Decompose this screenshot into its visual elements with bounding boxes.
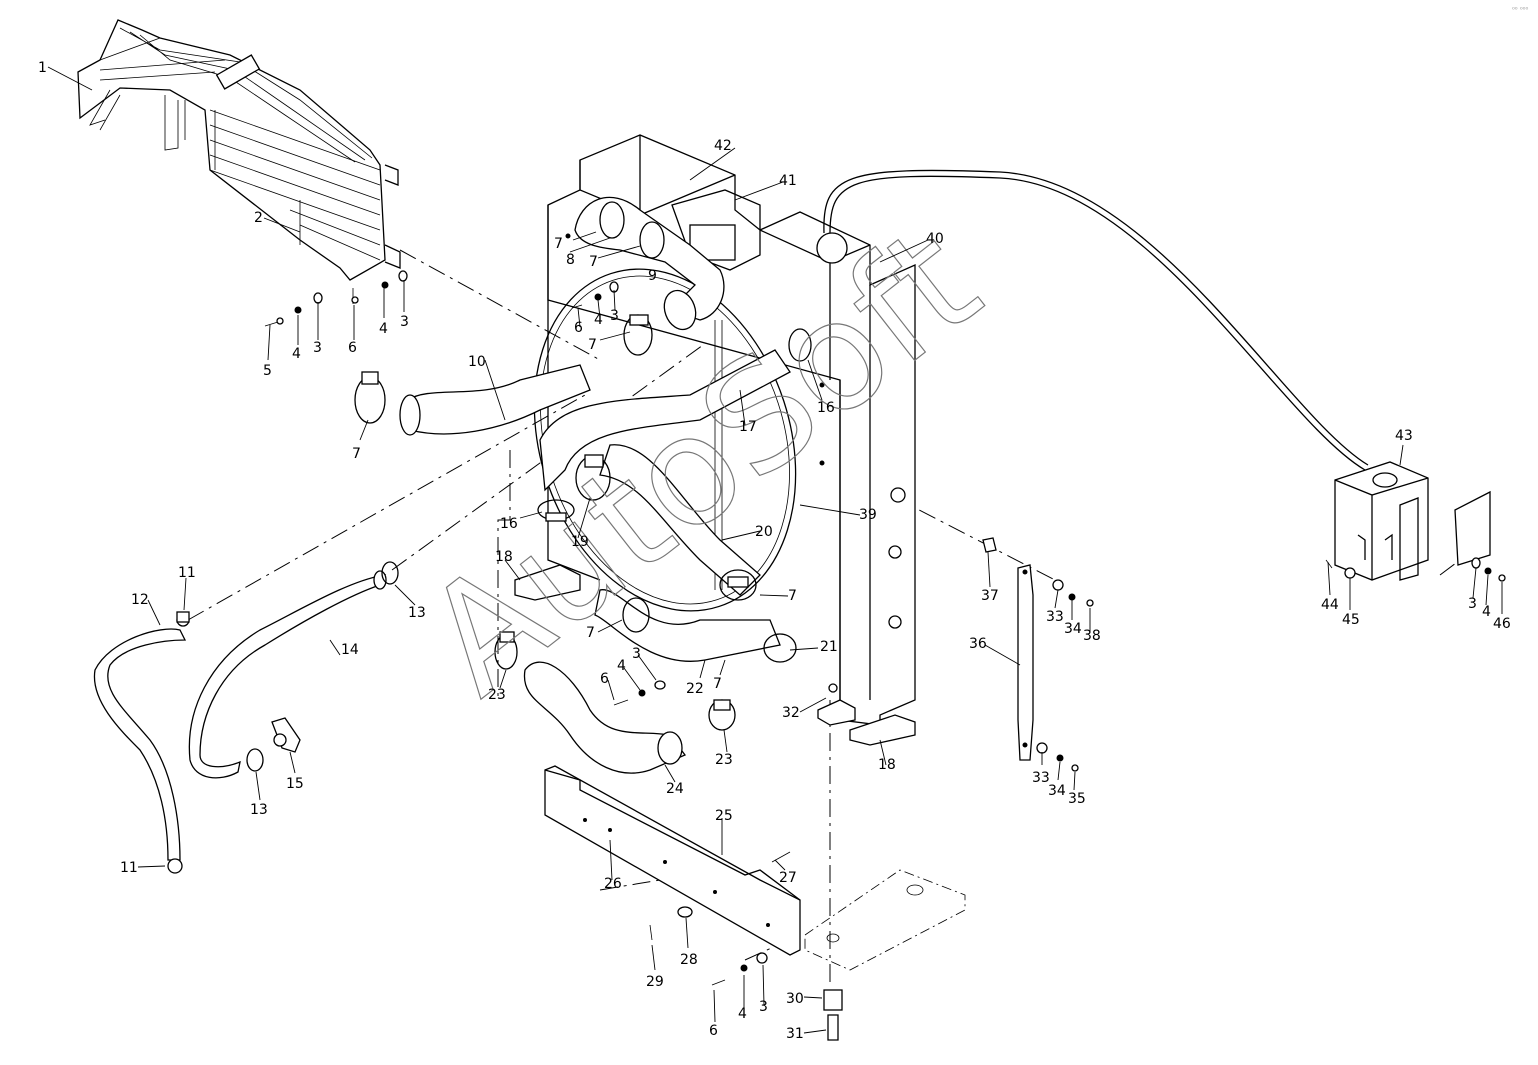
callout-4: 4 — [292, 346, 301, 362]
callout-7: 7 — [352, 446, 361, 462]
callout-3: 3 — [1468, 596, 1477, 612]
callout-18: 18 — [495, 549, 513, 565]
callout-8: 8 — [566, 252, 575, 268]
callout-3: 3 — [759, 999, 768, 1015]
lower-bracket — [544, 765, 801, 956]
callout-33: 33 — [1046, 609, 1064, 625]
callout-7: 7 — [554, 236, 563, 252]
callout-14: 14 — [341, 642, 359, 658]
callout-4: 4 — [617, 658, 626, 674]
callout-24: 24 — [666, 781, 684, 797]
callout-4: 4 — [379, 321, 388, 337]
callout-6: 6 — [600, 671, 609, 687]
callout-13: 13 — [408, 605, 426, 621]
callout-26: 26 — [604, 876, 622, 892]
callout-13: 13 — [250, 802, 268, 818]
callout-30: 30 — [786, 991, 804, 1007]
spacer-blocks — [514, 564, 916, 746]
callout-32: 32 — [782, 705, 800, 721]
callout-4: 4 — [594, 312, 603, 328]
cooler-guard-assembly — [77, 19, 401, 281]
callout-28: 28 — [680, 952, 698, 968]
callout-27: 27 — [779, 870, 797, 886]
callout-3: 3 — [313, 340, 322, 356]
callout-16: 16 — [500, 516, 518, 532]
reservoir-tank — [1334, 461, 1491, 581]
fittings — [167, 611, 301, 874]
callout-20: 20 — [755, 524, 773, 540]
callout-34: 34 — [1064, 621, 1082, 637]
callout-18: 18 — [878, 757, 896, 773]
callout-5: 5 — [263, 363, 272, 379]
callout-4: 4 — [738, 1006, 747, 1022]
callout-labels: 1 2 3 3 3 3 3 3 4 4 4 4 4 4 5 6 6 6 6 7 … — [38, 60, 1511, 1042]
stay-rod — [982, 537, 1034, 761]
callout-3: 3 — [632, 646, 641, 662]
callout-7: 7 — [788, 588, 797, 604]
callout-3: 3 — [400, 314, 409, 330]
callout-46: 46 — [1493, 616, 1511, 632]
leader-lines — [47, 66, 1503, 1034]
callout-1: 1 — [38, 60, 47, 76]
callout-38: 38 — [1083, 628, 1101, 644]
callout-6: 6 — [574, 320, 583, 336]
callout-43: 43 — [1395, 428, 1413, 444]
callout-23: 23 — [488, 687, 506, 703]
hoses — [93, 196, 791, 861]
callout-6: 6 — [348, 340, 357, 356]
callout-33: 33 — [1032, 770, 1050, 786]
callout-40: 40 — [926, 231, 944, 247]
callout-10: 10 — [468, 354, 486, 370]
callout-11: 11 — [120, 860, 138, 876]
callout-36: 36 — [969, 636, 987, 652]
fasteners — [264, 270, 1506, 1041]
callout-7: 7 — [588, 337, 597, 353]
callout-22: 22 — [686, 681, 704, 697]
radiator-assembly — [547, 134, 1369, 726]
callout-23: 23 — [715, 752, 733, 768]
corner-mark: ⁰⁰ ⁰⁰⁰ — [1512, 6, 1528, 14]
callout-34: 34 — [1048, 783, 1066, 799]
callout-16: 16 — [817, 400, 835, 416]
callout-7: 7 — [589, 254, 598, 270]
callout-12: 12 — [131, 592, 149, 608]
callout-41: 41 — [779, 173, 797, 189]
callout-21: 21 — [820, 639, 838, 655]
callout-11: 11 — [178, 565, 196, 581]
callout-17: 17 — [739, 419, 757, 435]
callout-2: 2 — [254, 210, 263, 226]
callout-15: 15 — [286, 776, 304, 792]
callout-44: 44 — [1321, 597, 1339, 613]
callout-29: 29 — [646, 974, 664, 990]
callout-39: 39 — [859, 507, 877, 523]
base-plate — [804, 869, 966, 971]
callout-3: 3 — [610, 308, 619, 324]
callout-9: 9 — [648, 268, 657, 284]
callout-37: 37 — [981, 588, 999, 604]
callout-31: 31 — [786, 1026, 804, 1042]
callout-19: 19 — [571, 534, 589, 550]
callout-25: 25 — [715, 808, 733, 824]
callout-42: 42 — [714, 138, 732, 154]
callout-6: 6 — [709, 1023, 718, 1039]
callout-7: 7 — [586, 625, 595, 641]
callout-4: 4 — [1482, 604, 1491, 620]
callout-45: 45 — [1342, 612, 1360, 628]
callout-35: 35 — [1068, 791, 1086, 807]
hose-clamps — [246, 201, 812, 772]
callout-7: 7 — [713, 676, 722, 692]
